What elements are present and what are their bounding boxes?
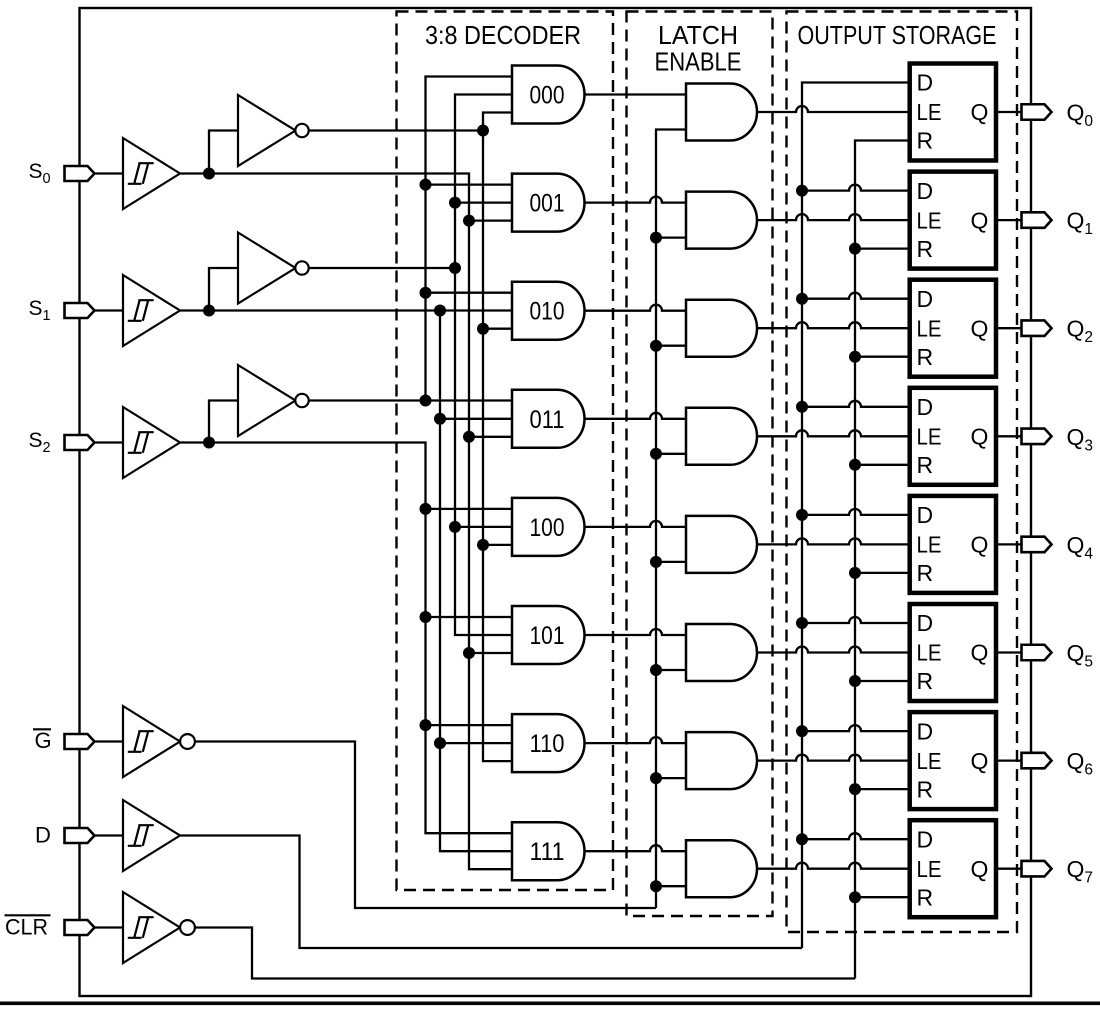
svg-text:OUTPUT STORAGE: OUTPUT STORAGE	[798, 20, 997, 50]
svg-text:D: D	[917, 70, 934, 96]
svg-text:D: D	[917, 286, 934, 312]
svg-text:LE: LE	[917, 856, 942, 882]
svg-text:R: R	[917, 236, 934, 262]
svg-text:LATCH: LATCH	[658, 20, 738, 50]
svg-text:LE: LE	[917, 315, 942, 341]
svg-text:Q: Q	[971, 532, 989, 558]
svg-text:Q: Q	[971, 315, 989, 341]
svg-text:Q: Q	[971, 207, 989, 233]
svg-text:D: D	[917, 394, 934, 420]
svg-text:G: G	[35, 728, 52, 753]
svg-text:R: R	[917, 344, 934, 370]
svg-text:D: D	[917, 178, 934, 204]
svg-text:R: R	[917, 884, 934, 910]
svg-text:Q: Q	[971, 748, 989, 774]
svg-text:D: D	[917, 718, 934, 744]
svg-text:LE: LE	[917, 748, 942, 774]
svg-text:3:8 DECODER: 3:8 DECODER	[425, 20, 581, 50]
svg-text:LE: LE	[917, 207, 942, 233]
svg-text:Q: Q	[971, 99, 989, 125]
svg-text:R: R	[917, 452, 934, 478]
svg-text:110: 110	[530, 730, 565, 758]
svg-text:001: 001	[530, 190, 565, 218]
svg-text:LE: LE	[917, 532, 942, 558]
svg-text:D: D	[917, 502, 934, 528]
svg-text:Q: Q	[971, 856, 989, 882]
svg-text:100: 100	[530, 514, 565, 542]
svg-text:ENABLE: ENABLE	[655, 47, 742, 77]
svg-text:LE: LE	[917, 640, 942, 666]
svg-text:D: D	[917, 826, 934, 852]
svg-text:011: 011	[530, 406, 565, 434]
svg-text:Q: Q	[971, 640, 989, 666]
svg-text:LE: LE	[917, 424, 942, 450]
svg-text:000: 000	[530, 82, 565, 110]
svg-text:010: 010	[530, 298, 565, 326]
svg-text:R: R	[917, 776, 934, 802]
svg-text:CLR: CLR	[5, 915, 48, 940]
svg-text:D: D	[917, 610, 934, 636]
svg-text:R: R	[917, 668, 934, 694]
svg-text:R: R	[917, 128, 934, 154]
svg-text:111: 111	[530, 838, 565, 866]
svg-text:D: D	[35, 823, 51, 848]
svg-text:R: R	[917, 560, 934, 586]
svg-text:LE: LE	[917, 99, 942, 125]
svg-text:101: 101	[530, 622, 565, 650]
svg-text:Q: Q	[971, 424, 989, 450]
